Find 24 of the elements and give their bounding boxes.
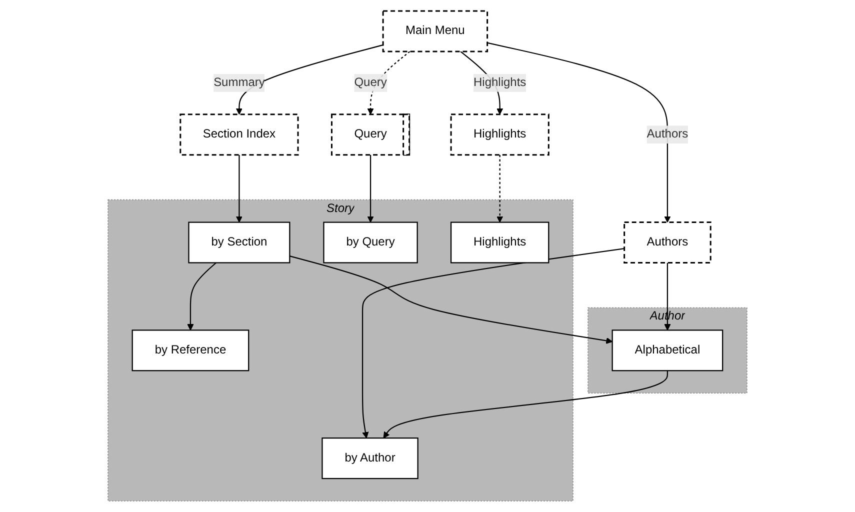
node-box: by Reference — [132, 330, 250, 372]
node-box: Main Menu — [382, 10, 488, 52]
edge-label: Query — [354, 76, 387, 89]
node-box: by Section — [188, 222, 290, 264]
node-box: Highlights — [450, 114, 550, 156]
arrow — [187, 262, 217, 330]
arrow — [236, 44, 384, 115]
arrow — [664, 262, 671, 330]
node-box: Section Index — [180, 114, 299, 156]
node-box: by Query — [323, 222, 418, 264]
arrow — [290, 256, 613, 344]
node-box: Alphabetical — [612, 330, 724, 372]
arrow — [383, 370, 668, 438]
edge-label: Authors — [646, 128, 688, 141]
node-box: Authors — [624, 222, 712, 264]
arrow — [236, 154, 243, 223]
edge-label: Summary — [214, 76, 265, 89]
node-box: Highlights — [450, 222, 550, 264]
arrow — [487, 42, 671, 223]
arrow — [367, 154, 374, 223]
arrow — [362, 248, 624, 438]
node-box: by Author — [322, 438, 418, 480]
edge-label: Highlights — [474, 76, 526, 89]
arrow — [496, 154, 504, 223]
